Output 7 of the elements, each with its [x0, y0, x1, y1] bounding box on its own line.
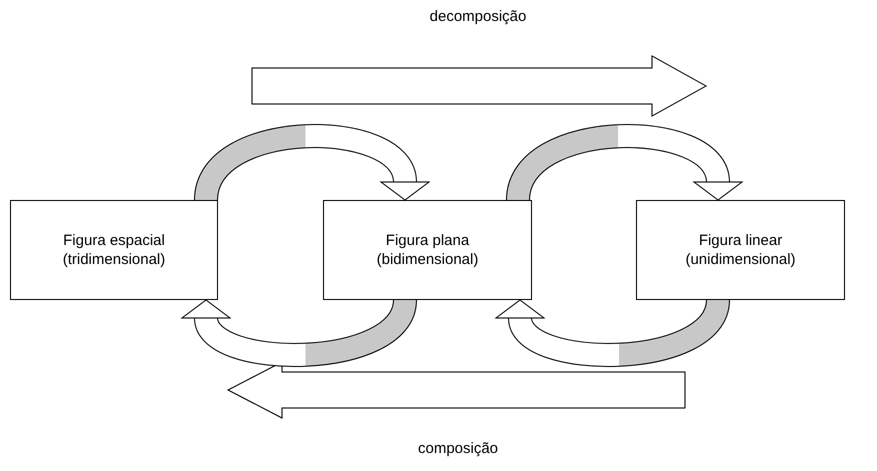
process-label: composição	[418, 440, 498, 457]
curved-arrow	[180, 297, 417, 367]
curved-arrow	[194, 124, 430, 202]
curved-arrow	[506, 124, 744, 202]
process-box: Figura espacial (tridimensional)	[10, 200, 218, 300]
process-label: decomposição	[430, 8, 526, 25]
curved-arrow	[494, 297, 730, 367]
